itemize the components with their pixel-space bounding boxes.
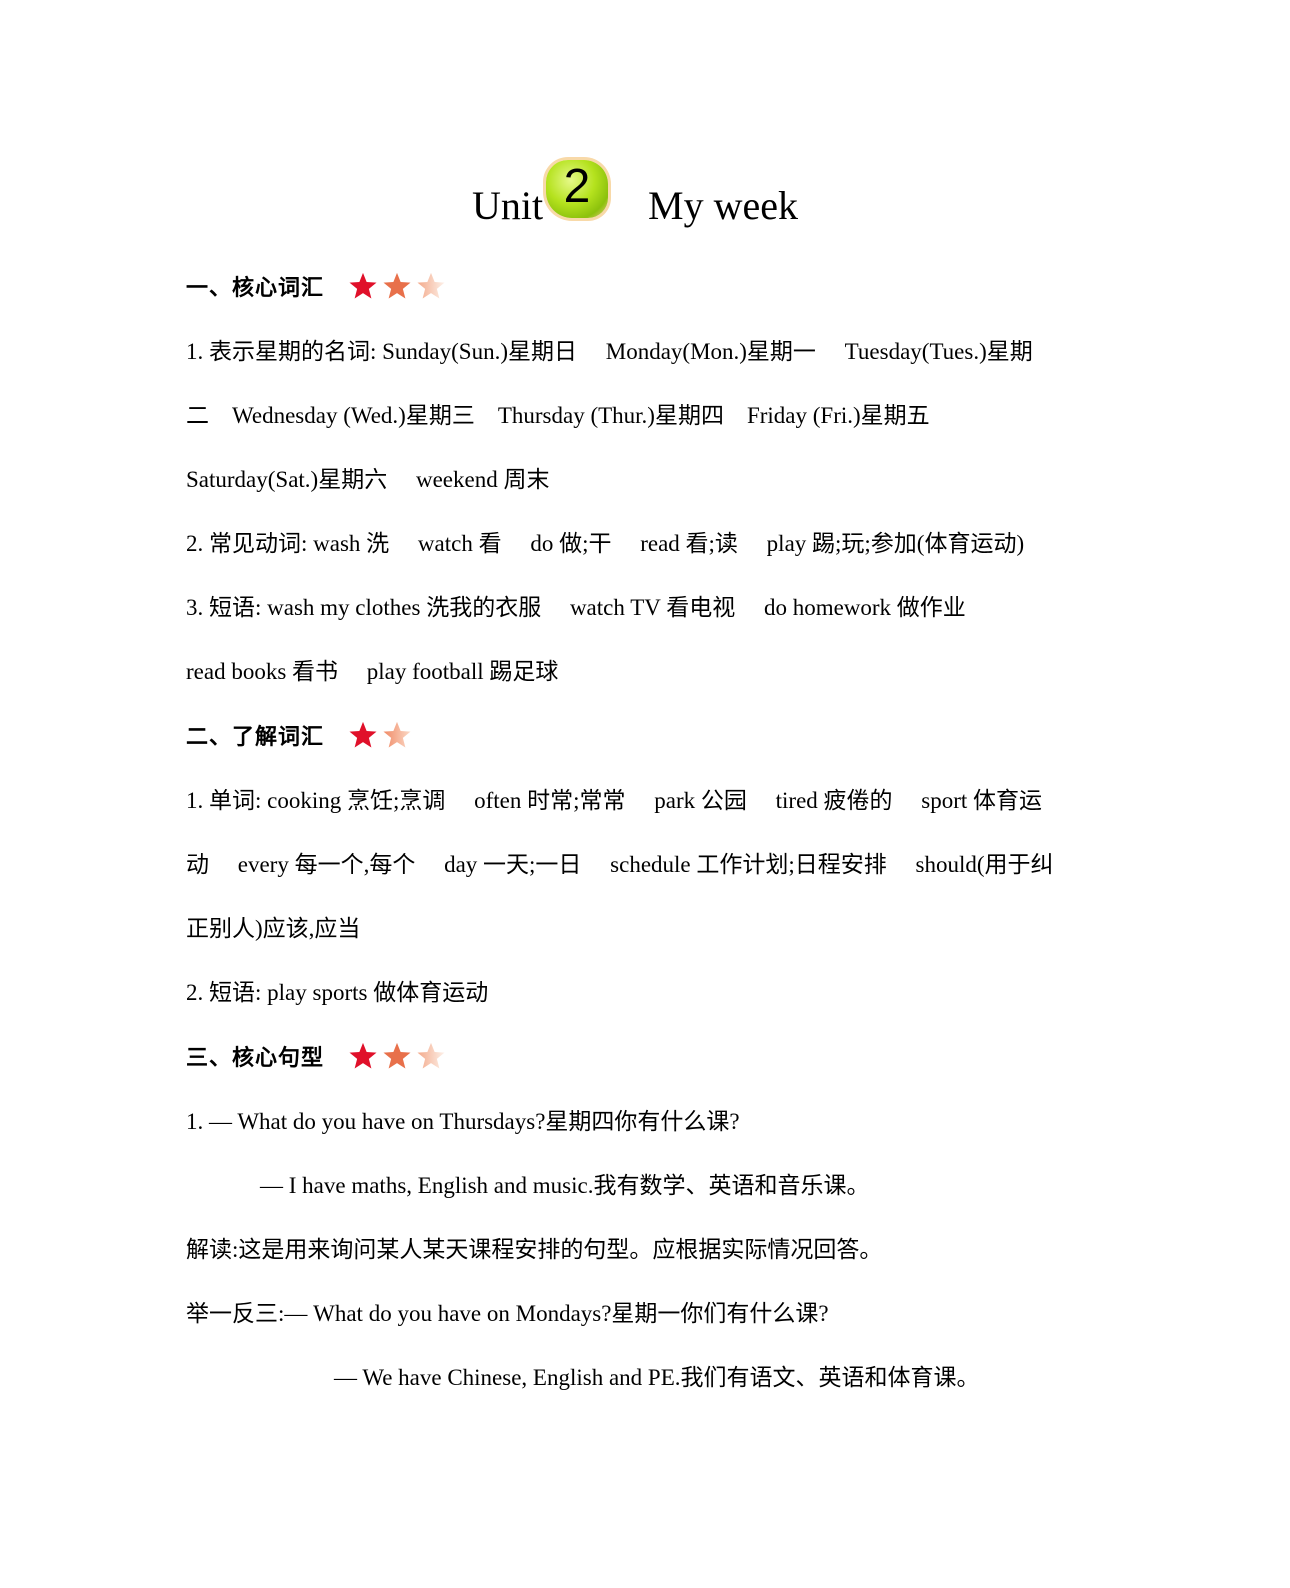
difficulty-stars (348, 720, 412, 750)
text-line: 动 every 每一个,每个 day 一天;一日 schedule 工作计划;日… (186, 852, 1054, 877)
example-question: 举一反三:— What do you have on Mondays?星期一你们… (186, 1301, 829, 1326)
text-line: 1. 表示星期的名词: Sunday(Sun.)星期日 Monday(Mon.)… (186, 339, 1033, 364)
star-icon (417, 1042, 445, 1069)
unit-number-badge: 2 (546, 160, 608, 218)
unit-topic: My week (648, 183, 798, 228)
text-line: Saturday(Sat.)星期六 weekend 周末 (186, 467, 550, 492)
example-answer: — We have Chinese, English and PE.我们有语文、… (334, 1365, 980, 1390)
section-heading-text: 一、核心词汇 (186, 276, 325, 301)
star-icon (349, 272, 377, 299)
unit-label: Unit (472, 183, 544, 228)
explanation-line: 解读:这是用来询问某人某天课程安排的句型。应根据实际情况回答。 (186, 1237, 883, 1262)
dialogue-answer: — I have maths, English and music.我有数学、英… (260, 1173, 870, 1198)
unit-number: 2 (563, 160, 591, 213)
text-line: 1. 单词: cooking 烹饪;烹调 often 时常;常常 park 公园… (186, 788, 1043, 813)
text-line: 二 Wednesday (Wed.)星期三 Thursday (Thur.)星期… (186, 403, 930, 428)
section-heading-extra-vocabulary: 二、了解词汇 (186, 717, 412, 753)
unit-title: Unit 2 My week (0, 160, 1290, 240)
difficulty-stars (348, 1041, 446, 1071)
text-line: 2. 短语: play sports 做体育运动 (186, 980, 489, 1005)
section-heading-text: 三、核心句型 (186, 1046, 325, 1071)
star-icon (383, 1042, 411, 1069)
dialogue-question: 1. — What do you have on Thursdays?星期四你有… (186, 1109, 740, 1134)
text-line: read books 看书 play football 踢足球 (186, 659, 559, 684)
star-icon (383, 721, 411, 748)
text-line: 3. 短语: wash my clothes 洗我的衣服 watch TV 看电… (186, 595, 966, 620)
badge-blob-icon (546, 160, 608, 218)
difficulty-stars (348, 271, 446, 301)
section-heading-core-sentences: 三、核心句型 (186, 1038, 446, 1074)
star-icon (417, 272, 445, 299)
section-heading-core-vocabulary: 一、核心词汇 (186, 268, 446, 304)
star-icon (349, 1042, 377, 1069)
star-icon (383, 272, 411, 299)
section-heading-text: 二、了解词汇 (186, 725, 325, 750)
star-icon (349, 721, 377, 748)
text-line: 正别人)应该,应当 (186, 916, 361, 941)
text-line: 2. 常见动词: wash 洗 watch 看 do 做;干 read 看;读 … (186, 531, 1025, 556)
